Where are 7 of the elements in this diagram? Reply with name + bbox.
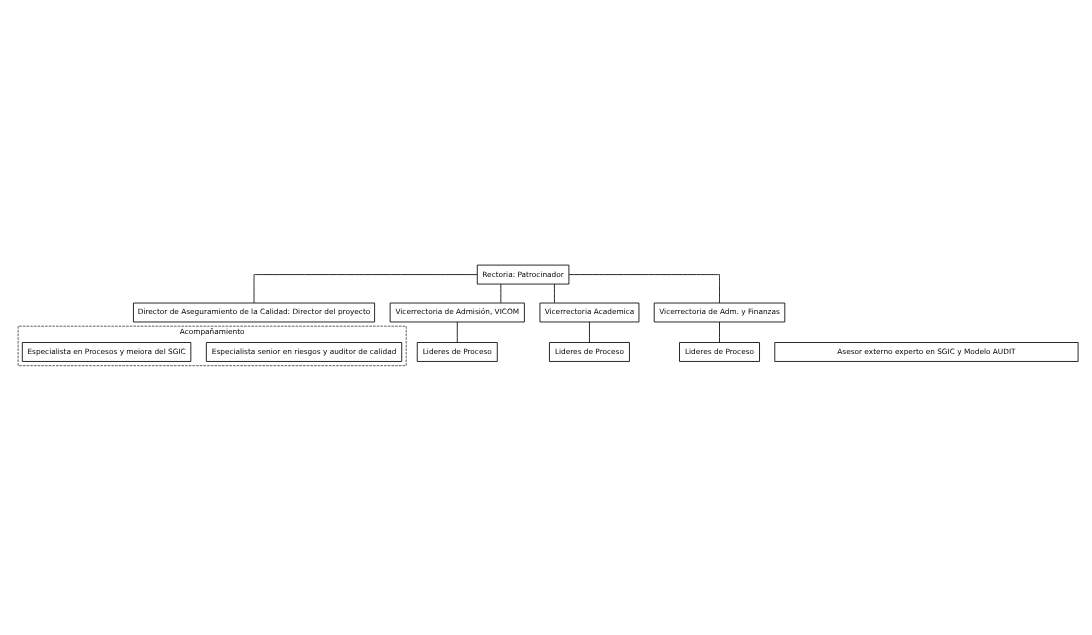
connector (456, 321, 458, 343)
connector (719, 321, 720, 343)
connector (253, 274, 478, 304)
connector (589, 321, 590, 343)
connector (500, 283, 502, 304)
connector (568, 274, 720, 304)
connector (554, 283, 555, 304)
